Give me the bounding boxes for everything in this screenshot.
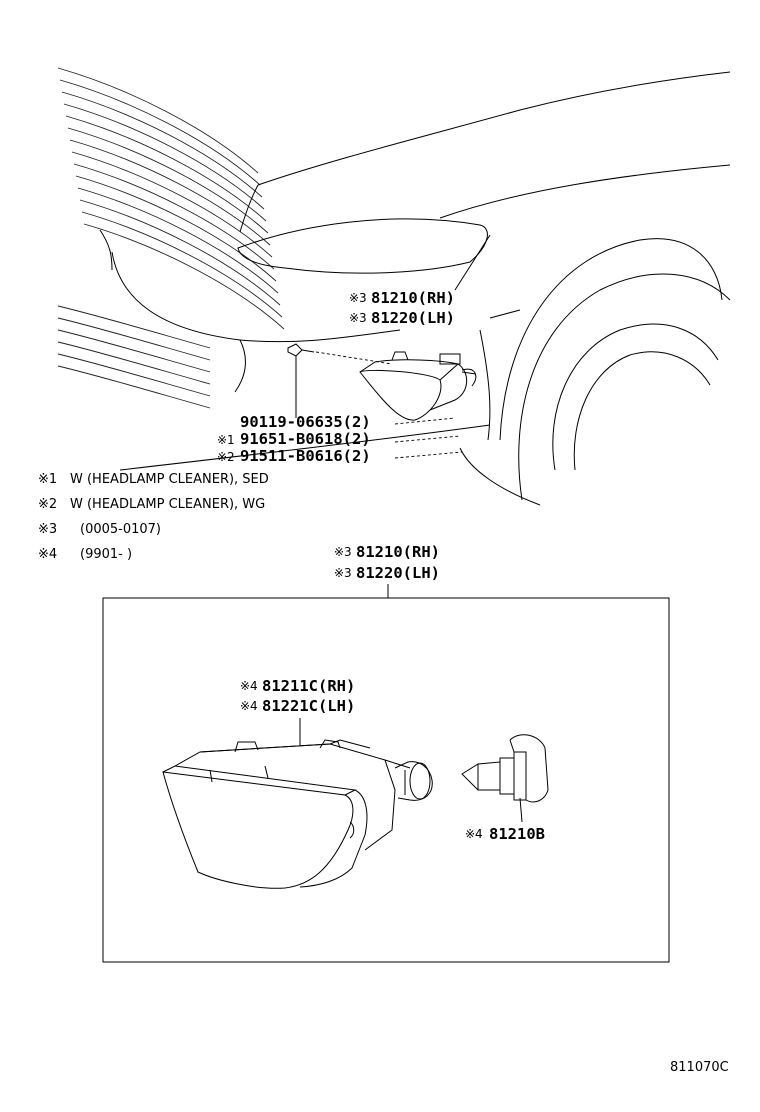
grille-slat xyxy=(83,223,285,330)
grille-slats xyxy=(57,67,285,330)
top-assembly-callout: ※3 81210(RH) ※3 81220(LH) xyxy=(349,289,455,327)
figure-code: 811070C xyxy=(670,1060,729,1075)
footnotes: ※1 W (HEADLAMP CLEANER), SED ※2 W (HEADL… xyxy=(38,472,269,562)
lower-grille-slats xyxy=(57,305,211,409)
grille-slat xyxy=(71,151,273,258)
lower-grille-slat xyxy=(57,329,211,373)
callout-mark: ※4 xyxy=(240,679,258,693)
fog-lamp-bulb xyxy=(461,734,549,823)
note-mark: ※3 xyxy=(38,522,57,537)
grille-slat xyxy=(73,163,275,270)
lower-grille-slat xyxy=(57,317,211,361)
note-mark: ※2 xyxy=(38,497,57,512)
lamp-unit-callout: ※4 81211C(RH) ※4 81221C(LH) xyxy=(240,677,355,745)
part-number-lh: 81221C(LH) xyxy=(262,697,355,715)
part-number-rh: 81210(RH) xyxy=(356,543,440,561)
callout-mark: ※3 xyxy=(334,545,352,559)
assembly-detail-frame xyxy=(102,597,670,963)
lower-grille-slat xyxy=(57,353,211,397)
grille-slat xyxy=(77,187,279,294)
bolt-fastener xyxy=(287,343,463,459)
part-number-screw: 91651-B0618(2) xyxy=(240,430,371,448)
callout-mark: ※4 xyxy=(240,699,258,713)
grille-slat xyxy=(67,127,269,234)
grille-slat xyxy=(81,211,283,318)
note-text: W (HEADLAMP CLEANER), SED xyxy=(70,472,269,487)
note-text: (0005-0107) xyxy=(80,522,161,537)
note-mark: ※1 xyxy=(38,472,57,487)
callout-mark: ※3 xyxy=(349,291,367,305)
part-number-bulb: 81210B xyxy=(489,825,545,843)
box-assembly-callout: ※3 81210(RH) ※3 81220(LH) xyxy=(334,543,440,598)
part-number-lh: 81220(LH) xyxy=(371,309,455,327)
callout-mark: ※4 xyxy=(465,827,483,841)
callout-mark: ※1 xyxy=(217,433,235,447)
note-text: (9901- ) xyxy=(80,547,132,562)
part-number-rh: 81211C(RH) xyxy=(262,677,355,695)
note-text: W (HEADLAMP CLEANER), WG xyxy=(70,497,265,512)
callout-mark: ※2 xyxy=(217,450,235,464)
callout-mark: ※3 xyxy=(349,311,367,325)
part-number-bolt: 90119-06635(2) xyxy=(240,413,371,431)
grille-slat xyxy=(61,91,263,198)
fog-lamp-unit xyxy=(162,739,433,889)
grille-slat xyxy=(69,139,271,246)
grille-slat xyxy=(59,79,261,186)
fog-lamp-installed xyxy=(359,351,477,421)
part-number-rh: 81210(RH) xyxy=(371,289,455,307)
grille-slat xyxy=(75,175,277,282)
part-number-nut: 91511-B0616(2) xyxy=(240,447,371,465)
lower-grille-slat xyxy=(57,305,211,349)
vehicle-front-illustration xyxy=(57,67,731,506)
part-number-lh: 81220(LH) xyxy=(356,564,440,582)
grille-slat xyxy=(57,67,259,174)
callout-mark: ※3 xyxy=(334,566,352,580)
lower-grille-slat xyxy=(57,341,211,385)
grille-slat xyxy=(63,103,265,210)
bulb-callout: ※4 81210B xyxy=(465,825,545,843)
grille-slat xyxy=(79,199,281,306)
lower-grille-slat xyxy=(57,365,211,409)
note-mark: ※4 xyxy=(38,547,57,562)
fastener-callouts: 90119-06635(2) ※1 91651-B0618(2) ※2 9151… xyxy=(217,413,371,465)
grille-slat xyxy=(65,115,267,222)
